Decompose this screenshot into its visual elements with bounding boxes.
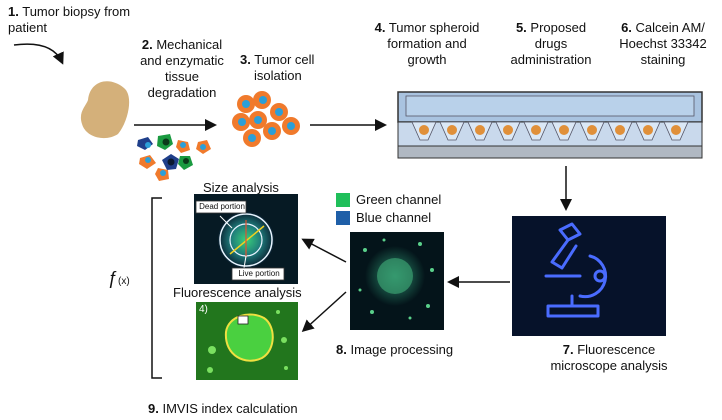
arrow-to-size-analysis (301, 238, 347, 263)
arrow-to-fluorescence-analysis (301, 291, 347, 333)
step-3-label: 3. Tumor cell isolation (240, 52, 315, 83)
spheroid (447, 125, 457, 135)
arrow-biopsy (13, 43, 64, 65)
spheroid (475, 125, 485, 135)
legend-green-label: Green channel (356, 192, 442, 207)
analysis-bracket (151, 197, 162, 379)
spheroid (643, 125, 653, 135)
live-portion-label: Live portion (238, 269, 280, 278)
size-analysis-panel (194, 194, 298, 284)
step-2-label: 2. Mechanical and enzymatic tissue degra… (140, 37, 224, 100)
fluorescence-analysis-title: Fluorescence analysis (173, 285, 302, 300)
microwell-plate (397, 91, 703, 159)
size-analysis-title: Size analysis (203, 180, 279, 195)
spheroid (503, 125, 513, 135)
panel-index-label: 4) (199, 304, 208, 315)
spheroid (559, 125, 569, 135)
step-6-label: 6. Calcein AM/ Hoechst 33342 staining (619, 20, 707, 67)
fluorescent-cells (207, 310, 288, 373)
microwells (411, 121, 689, 141)
legend-blue: Blue channel (336, 210, 431, 225)
legend-blue-swatch (336, 210, 350, 225)
spheroid (587, 125, 597, 135)
dead-portion-label: Dead portion (199, 202, 245, 211)
tissue-sample (80, 81, 130, 139)
spheroid (531, 125, 541, 135)
spheroid (615, 125, 625, 135)
spheroid (419, 125, 429, 135)
isolated-tumor-cells (232, 91, 300, 147)
legend-green: Green channel (336, 192, 441, 207)
step-1-label: 1. Tumor biopsy from patient (8, 4, 131, 35)
formula-symbol: ƒ(x) (108, 268, 130, 288)
degraded-tissue-pieces (137, 134, 211, 181)
microscope-icon (544, 222, 608, 318)
legend-green-swatch (336, 192, 350, 207)
processed-image-panel (350, 232, 444, 330)
scattered-cells (358, 238, 434, 320)
microscope-panel (512, 216, 666, 336)
step-9-label: 9. IMVIS index calculation (148, 401, 298, 416)
step-4-label: 4. Tumor spheroid formation and growth (374, 20, 480, 67)
spheroid (671, 125, 681, 135)
step-8-label: 8. Image processing (336, 342, 454, 357)
step-5-label: 5. Proposed drugs administration (510, 20, 592, 67)
legend-blue-label: Blue channel (356, 210, 432, 225)
fluorescence-analysis-panel (196, 302, 298, 380)
step-7-label: 7. Fluorescence microscope analysis (550, 342, 668, 373)
